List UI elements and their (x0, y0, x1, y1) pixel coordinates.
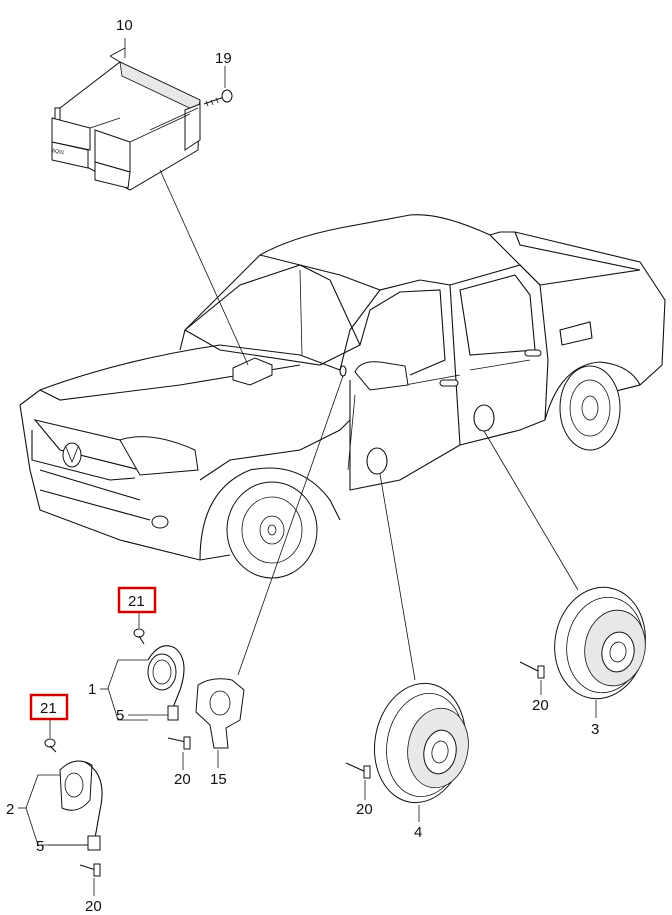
callout-4: 4 (414, 824, 422, 841)
rivet-part-20-a[interactable] (167, 736, 191, 750)
speaker-part-3[interactable] (546, 580, 654, 706)
tweeter-part-2[interactable] (59, 760, 103, 851)
callout-20-b: 20 (85, 898, 102, 915)
callout-3: 3 (591, 721, 599, 738)
callout-15: 15 (210, 771, 227, 788)
callout-20-a: 20 (174, 771, 191, 788)
callout-10: 10 (116, 17, 133, 34)
callout-5-lower: 5 (36, 838, 44, 855)
callout-1: 1 (88, 681, 96, 698)
screw-part-21-lower[interactable] (44, 738, 57, 753)
pickup-truck-illustration (19, 214, 666, 579)
callout-5-upper: 5 (116, 707, 124, 724)
rivet-part-20-c[interactable] (345, 762, 371, 779)
callout-20-c: 20 (356, 801, 373, 818)
leader-lines (18, 38, 597, 896)
rivet-part-20-b[interactable] (79, 863, 101, 877)
callout-19: 19 (215, 50, 232, 67)
control-unit-part-10[interactable]: 5Q01 (51, 47, 201, 191)
highlight-box-21-lower (29, 693, 69, 721)
callout-21-lower: 21 (40, 700, 57, 717)
screw-part-19[interactable] (203, 89, 233, 107)
callout-2: 2 (6, 801, 14, 818)
screw-part-21-upper[interactable] (133, 628, 145, 645)
tweeter-part-1[interactable] (147, 645, 185, 721)
highlight-box-21-upper (117, 586, 157, 614)
callout-20-d: 20 (532, 697, 549, 714)
rivet-part-20-d[interactable] (519, 661, 545, 679)
speaker-part-4[interactable] (365, 676, 474, 810)
control-unit-code: 5Q01 (52, 148, 65, 156)
callout-21-upper: 21 (128, 593, 145, 610)
bracket-part-15[interactable] (195, 678, 245, 749)
